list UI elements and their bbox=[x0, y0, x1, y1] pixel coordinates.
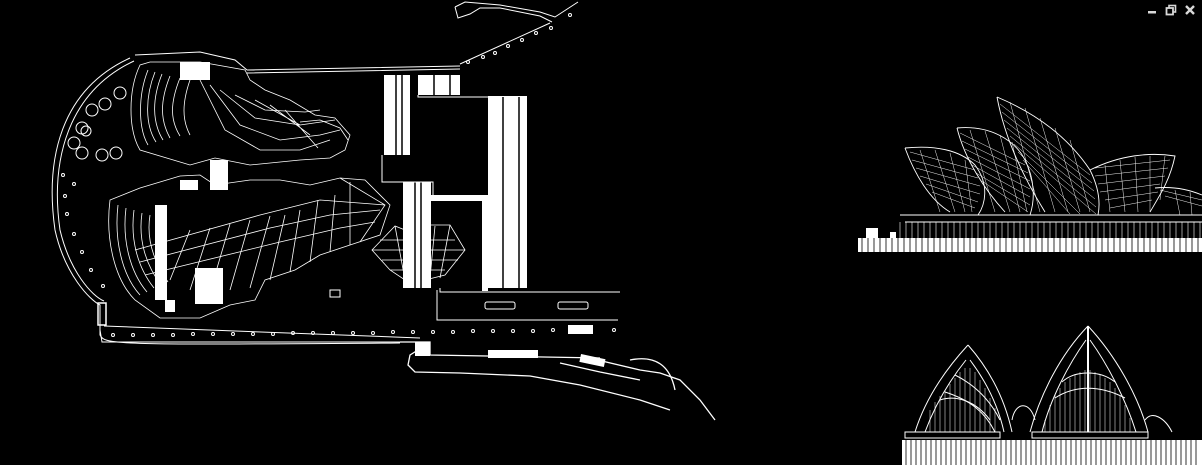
lower-shells bbox=[109, 175, 390, 318]
restore-button[interactable] bbox=[1165, 4, 1177, 16]
close-button[interactable] bbox=[1184, 4, 1196, 16]
minimize-icon bbox=[1148, 11, 1156, 14]
trees bbox=[68, 87, 126, 161]
minimize-button[interactable] bbox=[1146, 4, 1158, 16]
upper-shells bbox=[131, 62, 350, 165]
restore-icon bbox=[1165, 4, 1177, 16]
window-controls bbox=[1146, 4, 1196, 16]
close-icon bbox=[1185, 5, 1195, 15]
